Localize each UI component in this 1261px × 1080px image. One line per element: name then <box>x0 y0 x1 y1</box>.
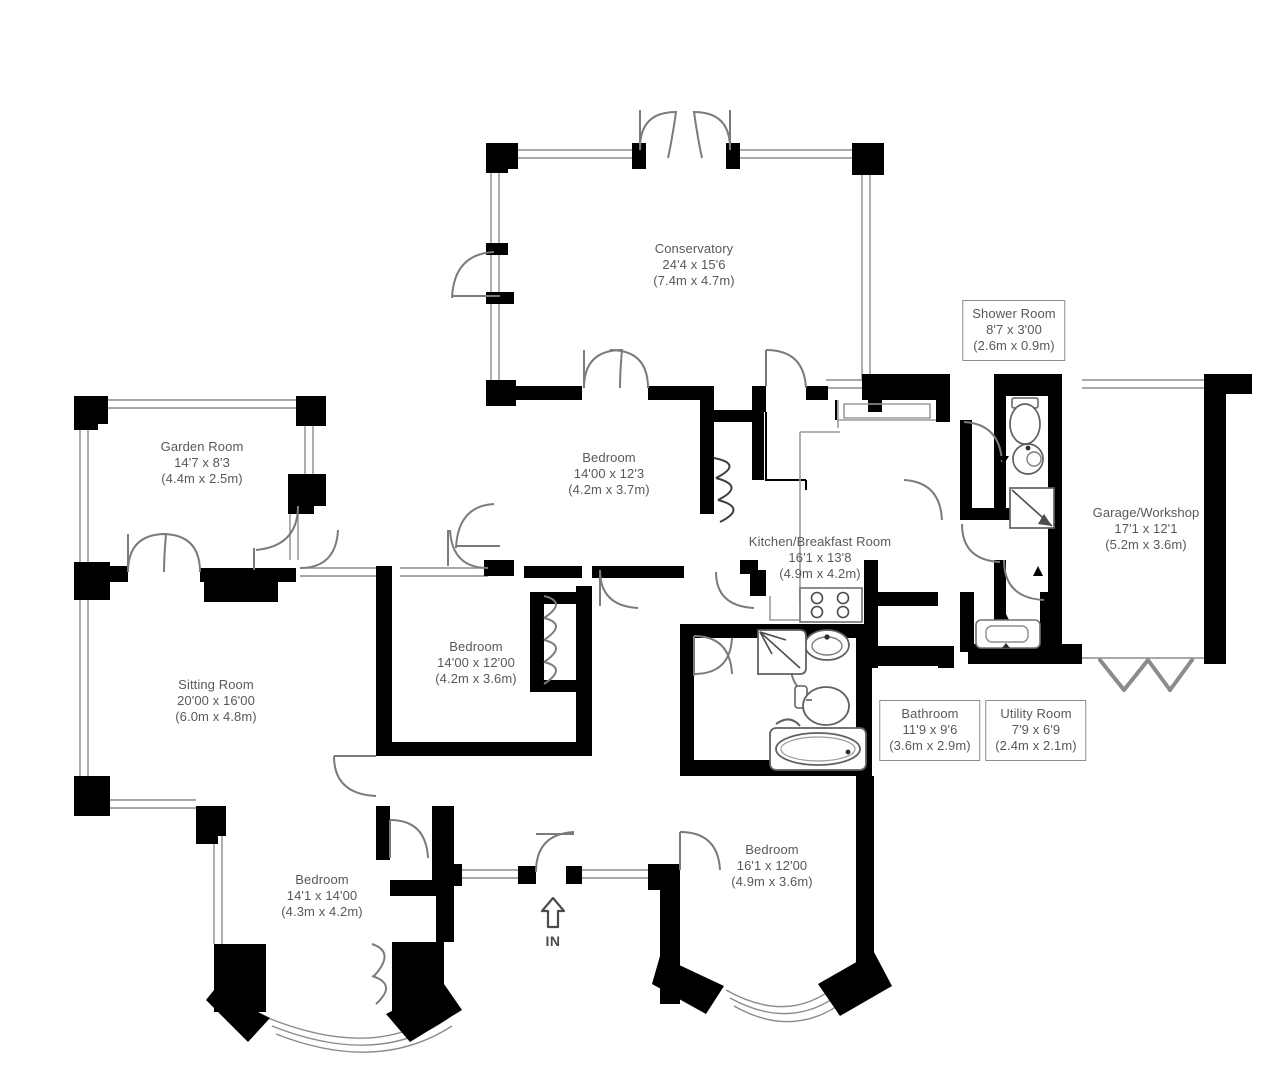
room-dimensions-imperial: 16'1 x 12'00 <box>736 858 808 873</box>
room-dimensions-imperial: 14'1 x 14'00 <box>286 888 358 903</box>
room-label-sitting-room: Sitting Room 20'00 x 16'00 (6.0m x 4.8m) <box>175 677 256 725</box>
room-dimensions-metric: (3.6m x 2.9m) <box>889 738 971 753</box>
kitchen-units <box>769 400 936 621</box>
room-name: Bedroom <box>449 639 503 654</box>
room-dimensions-imperial: 7'9 x 6'9 <box>1011 722 1061 737</box>
room-name: Bedroom <box>295 872 349 887</box>
room-label-utility-room: Utility Room 7'9 x 6'9 (2.4m x 2.1m) <box>985 700 1087 761</box>
room-name: Utility Room <box>1000 706 1072 721</box>
room-name: Kitchen/Breakfast Room <box>748 534 892 549</box>
toilet-icon <box>794 685 850 726</box>
room-dimensions-metric: (4.3m x 4.2m) <box>281 904 363 919</box>
room-dimensions-imperial: 24'4 x 15'6 <box>662 257 726 272</box>
door-swings <box>127 110 1045 1005</box>
room-dimensions-imperial: 20'00 x 16'00 <box>177 693 255 708</box>
room-dimensions-imperial: 14'7 x 8'3 <box>174 455 230 470</box>
room-dimensions-metric: (4.4m x 2.5m) <box>161 471 243 486</box>
room-dimensions-metric: (5.2m x 3.6m) <box>1105 537 1187 552</box>
structural-walls <box>74 143 1252 1042</box>
room-name: Bedroom <box>745 842 799 857</box>
toilet-icon <box>1009 397 1041 445</box>
room-dimensions-metric: (4.2m x 3.6m) <box>435 671 517 686</box>
entrance-marker: IN <box>539 896 567 949</box>
room-name: Bathroom <box>901 706 959 721</box>
room-label-garden-room: Garden Room 14'7 x 8'3 (4.4m x 2.5m) <box>161 439 244 487</box>
room-dimensions-metric: (7.4m x 4.7m) <box>653 273 735 288</box>
room-dimensions-metric: (4.2m x 3.7m) <box>568 482 650 497</box>
up-arrow-icon <box>540 896 566 929</box>
room-dimensions-metric: (4.9m x 3.6m) <box>731 874 813 889</box>
room-label-garage-workshop: Garage/Workshop 17'1 x 12'1 (5.2m x 3.6m… <box>1093 505 1200 553</box>
room-name: Garage/Workshop <box>1092 505 1200 520</box>
room-label-shower-room: Shower Room 8'7 x 3'00 (2.6m x 0.9m) <box>962 300 1066 361</box>
room-dimensions-imperial: 16'1 x 13'8 <box>788 550 852 565</box>
shower-tray-icon <box>757 629 807 675</box>
room-name: Bedroom <box>582 450 636 465</box>
entrance-label: IN <box>545 933 561 949</box>
folding-garage-door-icon <box>1098 658 1194 692</box>
wardrobe-icon <box>713 457 735 523</box>
room-dimensions-metric: (4.9m x 4.2m) <box>779 566 861 581</box>
room-label-bedroom-south: Bedroom 16'1 x 12'00 (4.9m x 3.6m) <box>731 842 812 890</box>
bathtub-icon <box>769 718 867 771</box>
room-dimensions-imperial: 14'00 x 12'3 <box>573 466 645 481</box>
room-label-kitchen-breakfast-room: Kitchen/Breakfast Room 16'1 x 13'8 (4.9m… <box>749 534 891 582</box>
glazed-walls <box>79 149 1218 1053</box>
room-name: Conservatory <box>654 241 734 256</box>
room-dimensions-imperial: 8'7 x 3'00 <box>986 322 1042 337</box>
room-dimensions-metric: (2.6m x 0.9m) <box>973 338 1055 353</box>
kitchen-sink-icon <box>804 629 850 661</box>
room-name: Sitting Room <box>178 677 254 692</box>
room-label-bedroom-north: Bedroom 14'00 x 12'3 (4.2m x 3.7m) <box>568 450 649 498</box>
shower-tray-icon <box>1009 487 1055 529</box>
room-dimensions-imperial: 14'00 x 12'00 <box>437 655 515 670</box>
room-label-bathroom: Bathroom 11'9 x 9'6 (3.6m x 2.9m) <box>879 700 981 761</box>
utility-appliance-icon <box>975 619 1041 649</box>
room-label-conservatory: Conservatory 24'4 x 15'6 (7.4m x 4.7m) <box>653 241 734 289</box>
internal-partitions <box>765 400 837 490</box>
room-dimensions-metric: (2.4m x 2.1m) <box>995 738 1077 753</box>
room-label-bedroom-west: Bedroom 14'00 x 12'00 (4.2m x 3.6m) <box>435 639 516 687</box>
room-name: Garden Room <box>160 439 244 454</box>
direction-arrows <box>999 450 1043 640</box>
wash-basin-icon <box>1012 443 1044 475</box>
room-dimensions-imperial: 11'9 x 9'6 <box>902 722 958 737</box>
fixtures <box>713 397 1194 771</box>
room-dimensions-imperial: 17'1 x 12'1 <box>1114 521 1178 536</box>
kitchen-hob-icon <box>799 587 863 623</box>
room-name: Shower Room <box>972 306 1056 321</box>
room-label-bedroom-southwest: Bedroom 14'1 x 14'00 (4.3m x 4.2m) <box>281 872 362 920</box>
room-dimensions-metric: (6.0m x 4.8m) <box>175 709 257 724</box>
